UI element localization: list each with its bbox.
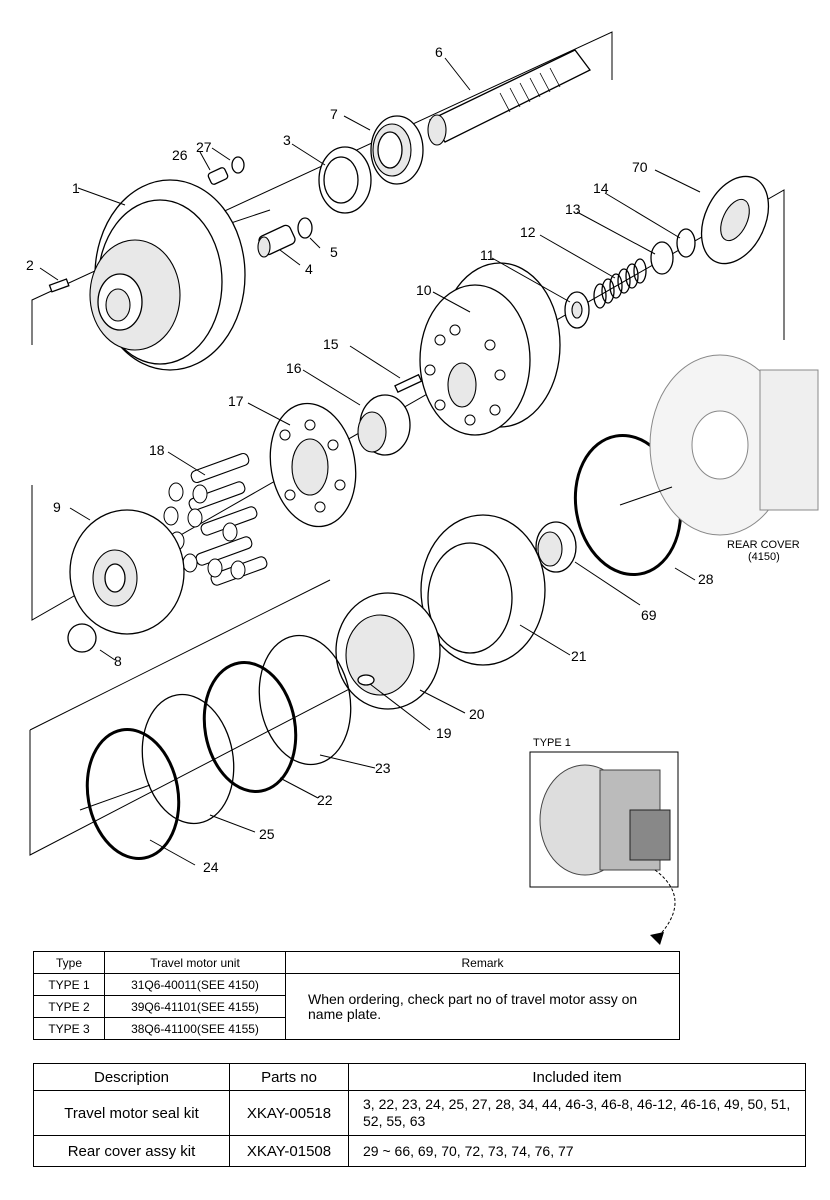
table-row: TYPE 1 31Q6-40011(SEE 4150) When orderin…	[33, 973, 680, 1040]
callout-27: 27	[196, 139, 212, 155]
kit-items-cell: 29 ~ 66, 69, 70, 72, 73, 74, 76, 77	[348, 1135, 806, 1167]
remark-cell: When ordering, check part no of travel m…	[285, 973, 680, 1040]
o-ring-part-27	[231, 156, 245, 174]
kit-table-header-included: Included item	[348, 1063, 806, 1091]
type-table-header-unit: Travel motor unit	[104, 951, 286, 974]
table-row: Rear cover assy kit XKAY-01508 29 ~ 66, …	[33, 1135, 806, 1167]
kit-table-header-parts-no: Parts no	[229, 1063, 349, 1091]
kit-items-cell: 3, 22, 23, 24, 25, 27, 28, 34, 44, 46-3,…	[348, 1090, 806, 1136]
cylinder-block-part-10	[419, 262, 561, 436]
travel-motor-type-table: Type Travel motor unit Remark TYPE 1 31Q…	[33, 951, 680, 1040]
swash-plate-part-9	[69, 509, 185, 635]
callout-13: 13	[565, 201, 581, 217]
callout-69: 69	[641, 607, 657, 623]
unit-cell: 39Q6-41101(SEE 4155)	[104, 995, 286, 1018]
callout-25: 25	[259, 826, 275, 842]
bearing-part-3	[318, 146, 372, 214]
spring-part-19	[357, 674, 375, 686]
o-ring-part-24	[85, 728, 181, 860]
pin-part-26	[207, 167, 229, 185]
brake-piston-part-21	[420, 514, 546, 666]
kit-description-cell: Travel motor seal kit	[33, 1090, 230, 1136]
kit-parts-no-cell: XKAY-01508	[229, 1135, 349, 1167]
type-cell: TYPE 3	[33, 1017, 105, 1040]
callout-8: 8	[114, 653, 122, 669]
spring-part-12	[593, 258, 647, 309]
callout-1: 1	[72, 180, 80, 196]
retainer-plate-part-17	[269, 402, 357, 528]
washer-part-13	[650, 241, 674, 275]
o-ring-part-22	[202, 661, 298, 793]
callout-26: 26	[172, 147, 188, 163]
callout-5: 5	[330, 244, 338, 260]
callout-6: 6	[435, 44, 443, 60]
callout-24: 24	[203, 859, 219, 875]
callout-labels: 1 2 3 4 5 6 7 8 9 10 11 12 13 14 15 16 1…	[26, 44, 800, 875]
callout-23: 23	[375, 760, 391, 776]
kit-description-cell: Rear cover assy kit	[33, 1135, 230, 1167]
kit-table: Description Parts no Included item Trave…	[33, 1063, 806, 1167]
callout-7: 7	[330, 106, 338, 122]
callout-3: 3	[283, 132, 291, 148]
kit-parts-no-cell: XKAY-00518	[229, 1090, 349, 1136]
friction-plate-part-20	[335, 592, 441, 710]
type-cell: TYPE 1	[33, 973, 105, 996]
leader-lines	[39, 57, 701, 866]
rear-cover-ghost	[649, 354, 819, 536]
snap-ring-part-14	[676, 228, 696, 258]
rear-cover-label: REAR COVER	[727, 539, 800, 551]
bearing-part-69	[535, 521, 577, 573]
kit-table-header-description: Description	[33, 1063, 230, 1091]
callout-2: 2	[26, 257, 34, 273]
callout-12: 12	[520, 224, 536, 240]
callout-17: 17	[228, 393, 244, 409]
callout-10: 10	[416, 282, 432, 298]
unit-cell: 38Q6-41100(SEE 4155)	[104, 1017, 286, 1040]
housing-part-1	[89, 179, 271, 371]
callout-15: 15	[323, 336, 339, 352]
bearing-part-7	[370, 115, 424, 185]
table-row: TYPE 2 39Q6-41101(SEE 4155)	[33, 995, 680, 1018]
callout-28: 28	[698, 571, 714, 587]
type1-label: TYPE 1	[533, 737, 571, 749]
ball-part-8	[67, 623, 97, 653]
type-table-header-remark: Remark	[285, 951, 680, 974]
table-row: Travel motor seal kit XKAY-00518 3, 22, …	[33, 1090, 806, 1136]
o-ring-part-5	[297, 217, 313, 239]
backup-ring-part-25	[141, 693, 235, 825]
callout-20: 20	[469, 706, 485, 722]
bolt-part-2	[48, 278, 70, 293]
callout-70: 70	[632, 159, 648, 175]
washer-part-11	[564, 291, 590, 329]
callout-4: 4	[305, 261, 313, 277]
callout-14: 14	[593, 180, 609, 196]
unit-cell: 31Q6-40011(SEE 4150)	[104, 973, 286, 996]
type1-inset	[529, 751, 679, 945]
backup-ring-part-23	[258, 634, 352, 766]
ball-guide-part-16	[357, 394, 411, 456]
callout-22: 22	[317, 792, 333, 808]
table-row: TYPE 3 38Q6-41100(SEE 4155)	[33, 1017, 680, 1040]
exploded-parts-diagram: 1 2 3 4 5 6 7 8 9 10 11 12 13 14 15 16 1…	[26, 31, 819, 945]
callout-21: 21	[571, 648, 587, 664]
callout-16: 16	[286, 360, 302, 376]
callout-19: 19	[436, 725, 452, 741]
callout-18: 18	[149, 442, 165, 458]
callout-11: 11	[480, 247, 495, 263]
type-table-header-type: Type	[33, 951, 105, 974]
callout-9: 9	[53, 499, 61, 515]
drive-shaft-part-6	[427, 49, 591, 146]
pin-part-15	[394, 373, 423, 393]
rear-cover-ref: (4150)	[748, 551, 780, 563]
collar-part-4	[257, 224, 296, 258]
type-cell: TYPE 2	[33, 995, 105, 1018]
valve-plate-part-70	[700, 175, 770, 265]
